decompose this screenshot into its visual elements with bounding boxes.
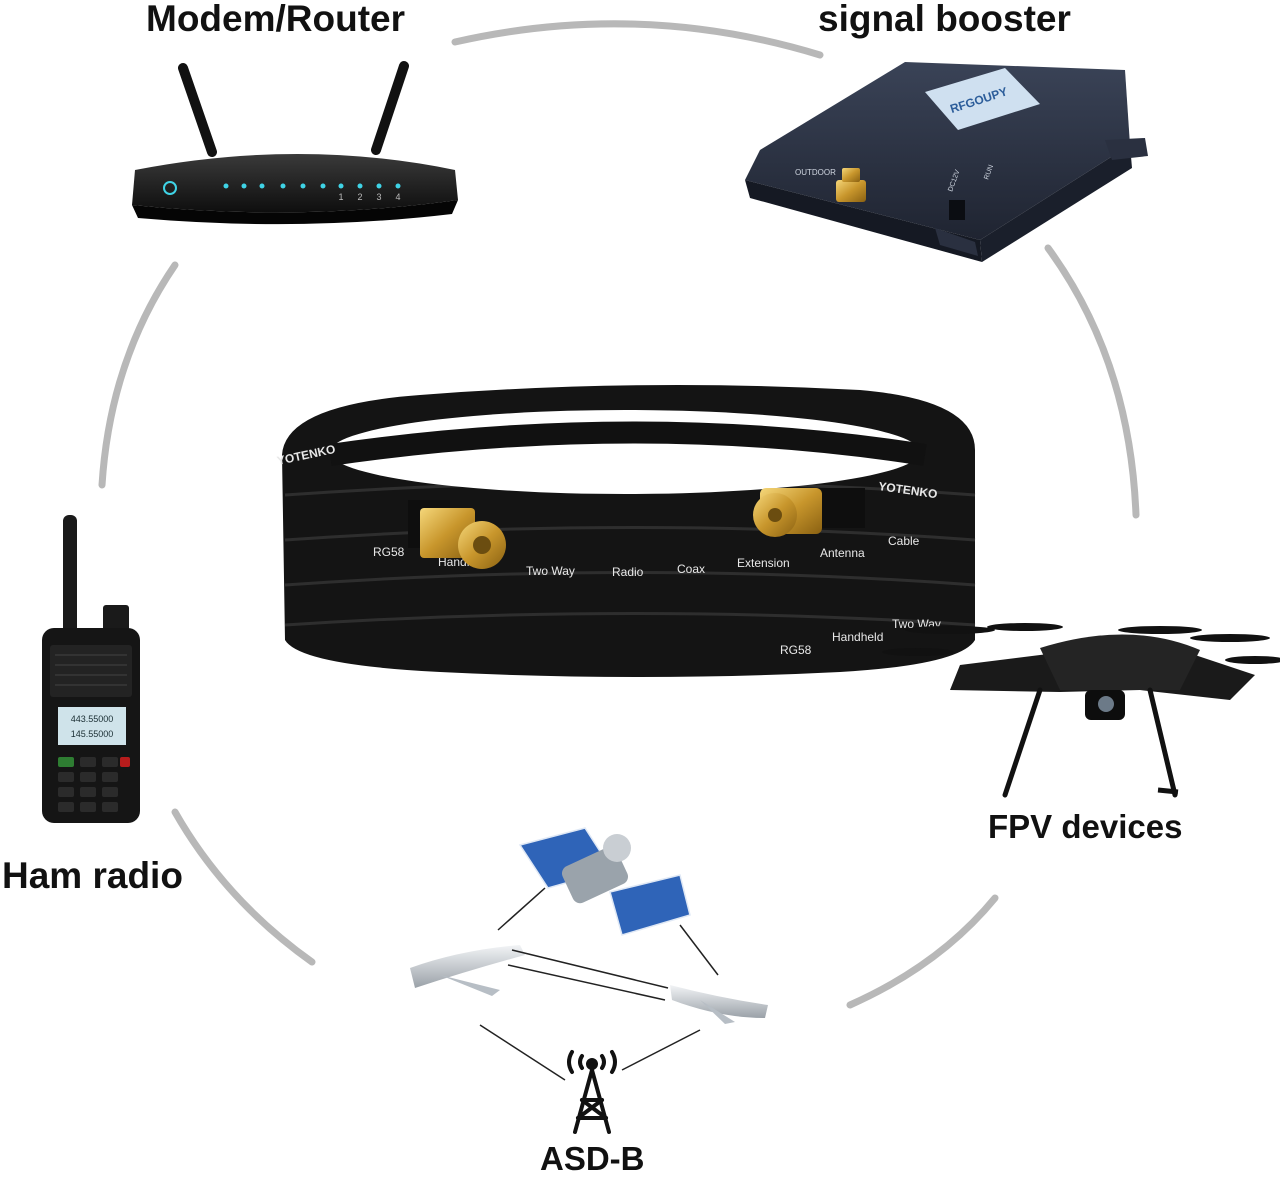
cable-print-cable: Cable — [888, 534, 920, 548]
router-port-2: 2 — [357, 192, 362, 202]
booster-run-label: RUN — [983, 164, 995, 181]
fpv-drone — [882, 623, 1280, 798]
router: 1 2 3 4 — [132, 61, 458, 225]
radio-display-line1: 443.55000 — [71, 714, 114, 724]
signal-arrows — [479, 887, 719, 1081]
label-asd-b: ASD-B — [540, 1140, 645, 1177]
sma-female-connector — [408, 500, 506, 569]
arc-right-upper — [1044, 244, 1140, 519]
airplane-left — [410, 945, 525, 996]
router-port-3: 3 — [376, 192, 381, 202]
arc-left-upper — [98, 261, 179, 489]
cable-print-extension: Extension — [737, 556, 790, 570]
cable-print-coax: Coax — [677, 562, 705, 576]
booster-outdoor-label: OUTDOOR — [795, 168, 836, 177]
label-fpv-devices: FPV devices — [988, 808, 1183, 845]
sma-male-connector — [753, 488, 865, 537]
ham-radio: 443.55000 145.55000 — [42, 515, 140, 823]
connection-arcs — [98, 20, 1140, 1009]
asdb-tower-icon — [567, 1050, 617, 1134]
arc-right-lower — [846, 894, 999, 1009]
arc-top — [451, 20, 824, 59]
coax-cable: YOTENKO YOTENKO RG58 Handheld Two Way Ra… — [276, 385, 976, 677]
cable-print-rg58-lower: RG58 — [780, 643, 812, 657]
cable-print-handheld-lower: Handheld — [832, 630, 883, 644]
router-port-4: 4 — [395, 192, 400, 202]
radio-display-line2: 145.55000 — [71, 729, 114, 739]
signal-booster: RFGOUPY OUTDOOR DC12V RUN — [745, 62, 1148, 262]
cable-print-radio: Radio — [612, 565, 644, 579]
arc-left-lower — [171, 808, 316, 966]
cable-print-two-way: Two Way — [526, 564, 575, 578]
cable-print-rg58: RG58 — [373, 545, 405, 559]
label-ham-radio: Ham radio — [2, 855, 183, 896]
satellite — [518, 827, 691, 936]
cable-print-antenna: Antenna — [820, 546, 865, 560]
label-signal-booster: signal booster — [818, 0, 1071, 39]
airplane-right — [670, 985, 768, 1024]
label-modem-router: Modem/Router — [146, 0, 405, 39]
router-port-1: 1 — [338, 192, 343, 202]
